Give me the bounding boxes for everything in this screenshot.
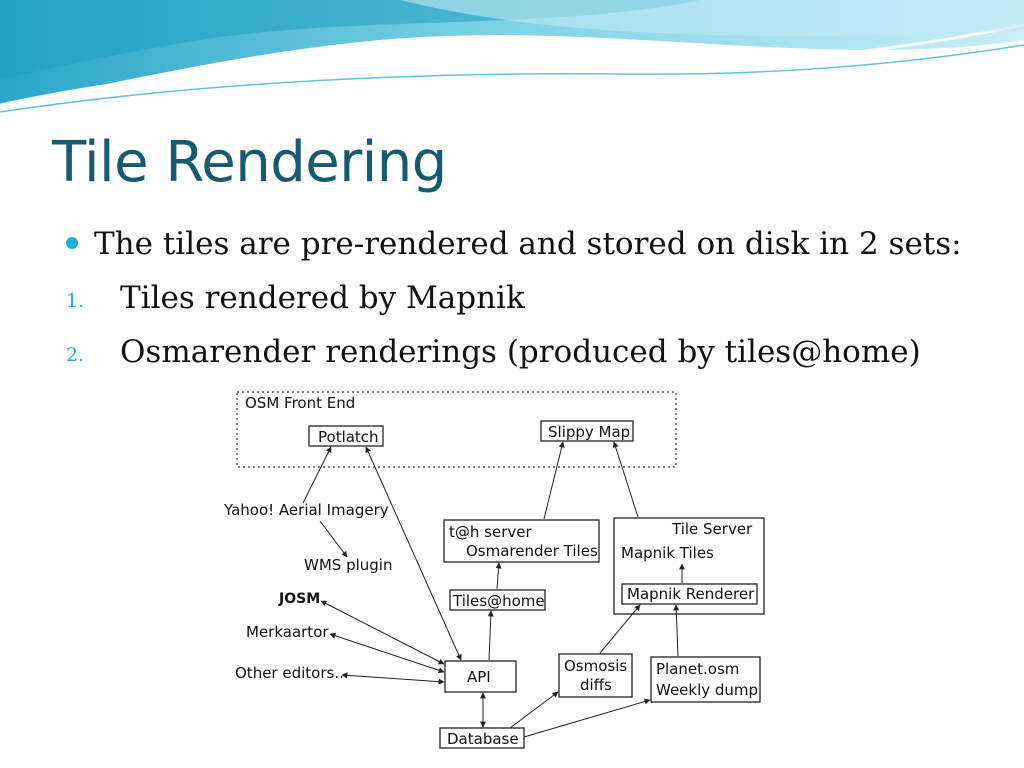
osmosis-label: Osmosis	[564, 657, 627, 675]
edge-other-editors-api	[341, 672, 445, 685]
edge-yahoo-wms	[319, 520, 348, 558]
edge-database-planet	[523, 698, 651, 738]
edge-tileserver-slippy	[612, 441, 639, 518]
weekly-dump-label: Weekly dump	[656, 681, 758, 699]
tiles-at-home-label: Tiles@home	[452, 592, 545, 610]
edge-api-tiles-at-home	[487, 610, 494, 661]
edge-osmosis-renderer	[599, 604, 641, 654]
edge-merkaartor-api	[329, 632, 445, 674]
edge-database-osmosis	[509, 691, 559, 729]
header-wave-decoration	[0, 0, 1024, 113]
bullet-text: The tiles are pre-rendered and stored on…	[94, 226, 962, 262]
numbered-item-text: Tiles rendered by Mapnik	[120, 280, 525, 316]
tah-server-label: t@h server	[449, 523, 532, 541]
numbered-item-number: 2.	[66, 344, 85, 366]
numbered-item-number: 1.	[66, 290, 85, 312]
slippy-map-label: Slippy Map	[548, 423, 630, 441]
potlatch-node	[308, 425, 384, 447]
tile-server-label: Tile Server	[671, 520, 753, 538]
planet-osm-node	[650, 656, 761, 703]
diagram-edges	[302, 441, 685, 738]
josm-label: JOSM	[278, 591, 320, 607]
mapnik-renderer-label: Mapnik Renderer	[627, 585, 755, 603]
database-node	[439, 727, 525, 749]
tah-server-node	[443, 519, 600, 563]
planet-osm-label: Planet.osm	[656, 660, 739, 678]
numbered-item-text: Osmarender renderings (produced by tiles…	[120, 334, 921, 370]
diffs-label: diffs	[580, 676, 612, 694]
api-label: API	[467, 668, 491, 686]
database-label: Database	[447, 730, 519, 748]
wms-plugin-label: WMS plugin	[304, 556, 392, 574]
osm-front-end-label: OSM Front End	[245, 394, 355, 412]
bullet-dot-icon	[66, 237, 78, 249]
edge-planet-renderer	[673, 604, 680, 657]
mapnik-tiles-label: Mapnik Tiles	[621, 544, 714, 562]
edge-yahoo-potlatch	[302, 446, 332, 504]
mapnik-renderer-node	[621, 583, 758, 605]
slide-title: Tile Rendering	[52, 130, 447, 195]
other-editors-label: Other editors...	[235, 664, 349, 682]
api-node	[444, 660, 517, 693]
osmosis-diffs-node	[558, 653, 633, 698]
edge-potlatch-api	[365, 446, 462, 661]
osmarender-tiles-label: Osmarender Tiles	[466, 542, 598, 560]
yahoo-imagery-label: Yahoo! Aerial Imagery	[223, 501, 389, 519]
osm-front-end-frame	[236, 391, 677, 468]
architecture-diagram: OSM Front End Potlatch Slippy Map Yahoo!…	[206, 380, 786, 768]
merkaartor-label: Merkaartor	[246, 623, 329, 641]
slippy-map-node	[540, 420, 634, 442]
edge-tiles-at-home-tah	[495, 562, 502, 590]
potlatch-label: Potlatch	[318, 428, 379, 446]
edge-tah-slippy	[543, 441, 565, 520]
